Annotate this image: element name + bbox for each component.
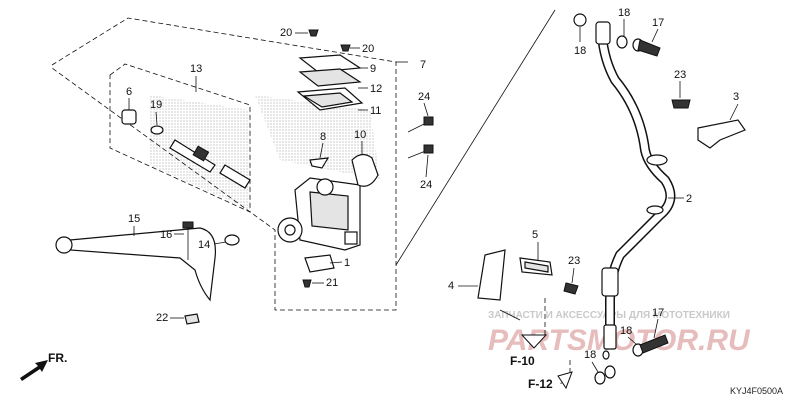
callout-3: 3 xyxy=(733,91,739,103)
callout-7: 7 xyxy=(420,59,426,71)
callout-18-a: 18 xyxy=(574,45,586,57)
callout-4: 4 xyxy=(448,280,454,292)
brake-switch xyxy=(304,254,335,273)
callout-19: 19 xyxy=(150,99,162,111)
lever-bolt-head xyxy=(182,221,194,229)
callout-18-d: 18 xyxy=(584,349,596,361)
hose-bracket xyxy=(477,249,579,321)
brake-lever xyxy=(69,227,217,302)
callout-17-bottom: 17 xyxy=(652,307,664,319)
callout-18-c: 18 xyxy=(620,325,632,337)
washer xyxy=(150,125,164,135)
boot xyxy=(121,109,137,125)
callout-16: 16 xyxy=(160,229,172,241)
callout-10: 10 xyxy=(354,129,366,141)
pivot-nut xyxy=(224,234,240,246)
callout-8: 8 xyxy=(320,131,326,143)
ref-f10-label: F-10 xyxy=(510,354,535,368)
lever-tip xyxy=(55,236,73,254)
reservoir-cap-stack xyxy=(296,54,364,111)
callouts: 1 2 3 4 5 6 7 8 9 10 11 12 13 14 15 16 1… xyxy=(126,7,739,373)
nut-22 xyxy=(184,313,200,325)
brake-hose xyxy=(595,21,676,350)
callout-17-top: 17 xyxy=(652,17,664,29)
callout-21: 21 xyxy=(326,277,338,289)
callout-13: 13 xyxy=(190,63,202,75)
front-direction-arrow: FR. xyxy=(20,351,67,381)
clip-bolt xyxy=(671,99,691,109)
callout-9: 9 xyxy=(370,63,376,75)
callout-23-a: 23 xyxy=(674,69,686,81)
ref-f12: F-12 xyxy=(528,371,573,391)
callout-2: 2 xyxy=(686,193,692,205)
callout-12: 12 xyxy=(370,83,382,95)
callout-1: 1 xyxy=(344,257,350,269)
screws xyxy=(302,29,434,288)
callout-5: 5 xyxy=(532,229,538,241)
clamp xyxy=(351,153,379,187)
callout-22: 22 xyxy=(156,312,168,324)
hose-clip xyxy=(697,119,746,149)
diagram-code: KYJ4F0500A xyxy=(730,386,783,396)
callout-15: 15 xyxy=(128,213,140,225)
callout-6: 6 xyxy=(126,86,132,98)
callout-24-a: 24 xyxy=(418,91,430,103)
callout-20-b: 20 xyxy=(362,43,374,55)
ref-f12-label: F-12 xyxy=(528,377,553,391)
piston-set xyxy=(169,139,251,189)
callout-18-b: 18 xyxy=(618,7,630,19)
front-label: FR. xyxy=(48,351,67,365)
callout-14: 14 xyxy=(198,239,210,251)
bracket-8 xyxy=(309,157,330,169)
ref-f10: F-10 xyxy=(510,334,548,368)
hose-hardware xyxy=(573,13,669,385)
master-cylinder-body xyxy=(277,177,361,251)
callout-20-a: 20 xyxy=(280,27,292,39)
callout-24-b: 24 xyxy=(420,179,432,191)
shaded-area-2 xyxy=(255,95,380,180)
callout-23-b: 23 xyxy=(568,255,580,267)
callout-11: 11 xyxy=(370,105,381,117)
